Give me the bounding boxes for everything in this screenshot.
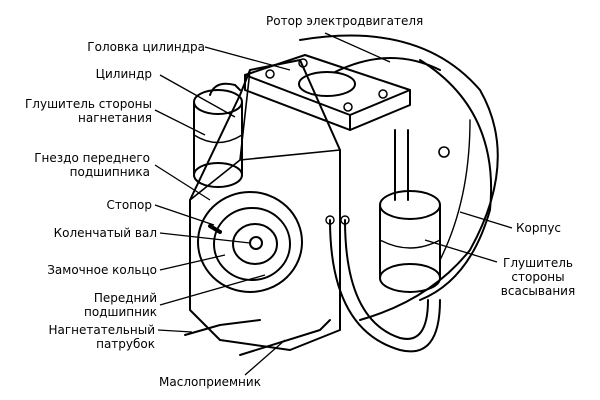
label-front-bearing: Передний подшипник [40, 291, 157, 319]
discharge-muffler-shape [193, 82, 243, 188]
tube-end [325, 215, 335, 225]
crankshaft-bearing-shape [197, 191, 303, 293]
label-discharge-pipe-line1: Нагнетательный [48, 323, 156, 337]
motor-housing-outline [299, 34, 499, 321]
label-front-bearing-seat: Гнездо переднего подшипника [0, 151, 150, 179]
housing-bolt [438, 146, 450, 158]
label-front-bearing-seat-line2: подшипника [69, 165, 150, 179]
leader-crankshaft [159, 232, 251, 244]
leader-stopper [154, 204, 215, 226]
leader-lock-ring [159, 254, 226, 271]
suction-muffler-shape [379, 190, 441, 293]
leader-discharge-muffler [154, 109, 206, 136]
tubing [184, 129, 441, 356]
label-discharge-muffler-line1: Глушитель стороны [24, 97, 152, 111]
label-front-bearing-line1: Передний [93, 291, 157, 305]
label-front-bearing-line2: подшипник [83, 305, 157, 319]
label-crankshaft: Коленчатый вал [53, 226, 157, 240]
label-oil-pickup: Маслоприемник [159, 375, 261, 389]
leader-cylinder [159, 74, 236, 118]
label-stopper: Стопор [106, 198, 152, 212]
leader-rotor [324, 32, 391, 63]
leader-discharge-pipe [157, 329, 193, 333]
label-lock-ring: Замочное кольцо [47, 263, 157, 277]
label-discharge-muffler-line2: нагнетания [78, 111, 152, 125]
leader-suction-muffler [424, 239, 498, 263]
leader-housing [459, 211, 513, 229]
label-discharge-pipe: Нагнетательный патрубок [20, 323, 156, 351]
label-housing: Корпус [516, 221, 562, 235]
label-cylinder-head: Головка цилиндра [87, 40, 205, 54]
label-suction-muffler: Глушитель стороны всасывания [488, 256, 588, 298]
label-suction-muffler-line2: стороны [511, 270, 565, 284]
label-front-bearing-seat-line1: Гнездо переднего [34, 151, 150, 165]
label-suction-muffler-line3: всасывания [500, 284, 576, 298]
leader-front-bearing [159, 274, 266, 306]
cylinder-head-plate [244, 54, 411, 131]
leader-oil-pickup [244, 339, 286, 376]
label-cylinder: Цилиндр [95, 67, 152, 81]
label-discharge-muffler: Глушитель стороны нагнетания [0, 97, 152, 125]
leader-cylinder-head [204, 46, 291, 71]
leader-front-bearing-seat [154, 164, 211, 201]
label-discharge-pipe-line2: патрубок [96, 337, 155, 351]
tube-end [340, 215, 350, 225]
label-suction-muffler-line1: Глушитель [503, 256, 573, 270]
label-rotor: Ротор электродвигателя [266, 14, 424, 28]
leader-lines [154, 32, 513, 376]
